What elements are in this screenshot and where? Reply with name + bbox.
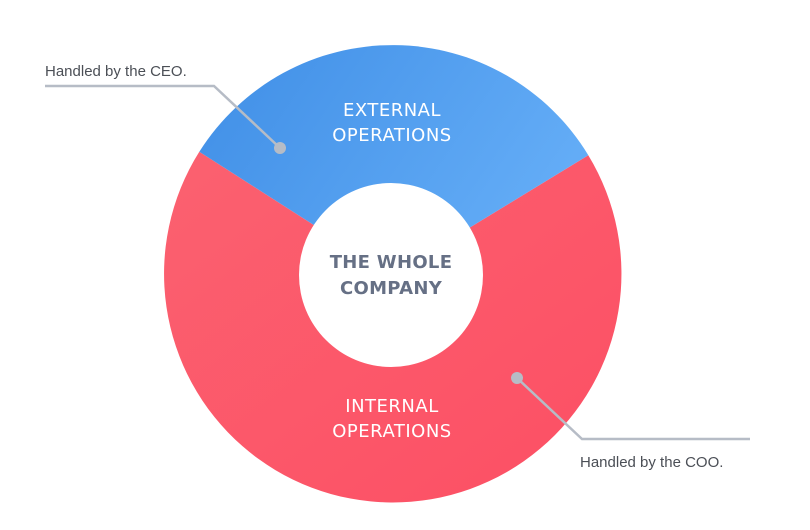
coo-callout-text: Handled by the COO.: [580, 454, 723, 471]
ceo-callout-connector: [45, 84, 281, 149]
center-label-line1: THE WHOLE: [330, 252, 453, 273]
ceo-callout-dot: [274, 142, 286, 154]
external-label-line2: OPERATIONS: [332, 125, 451, 146]
ceo-callout-text: Handled by the CEO.: [45, 63, 187, 80]
center-label-line2: COMPANY: [340, 278, 443, 299]
coo-callout-dot: [511, 372, 523, 384]
internal-label-line1: INTERNAL: [345, 396, 438, 417]
internal-label-line2: OPERATIONS: [332, 421, 451, 442]
coo-callout-connector: [516, 377, 750, 441]
external-operations-segment: [199, 45, 589, 275]
external-label-line1: EXTERNAL: [343, 100, 441, 121]
center-circle: [299, 183, 483, 367]
